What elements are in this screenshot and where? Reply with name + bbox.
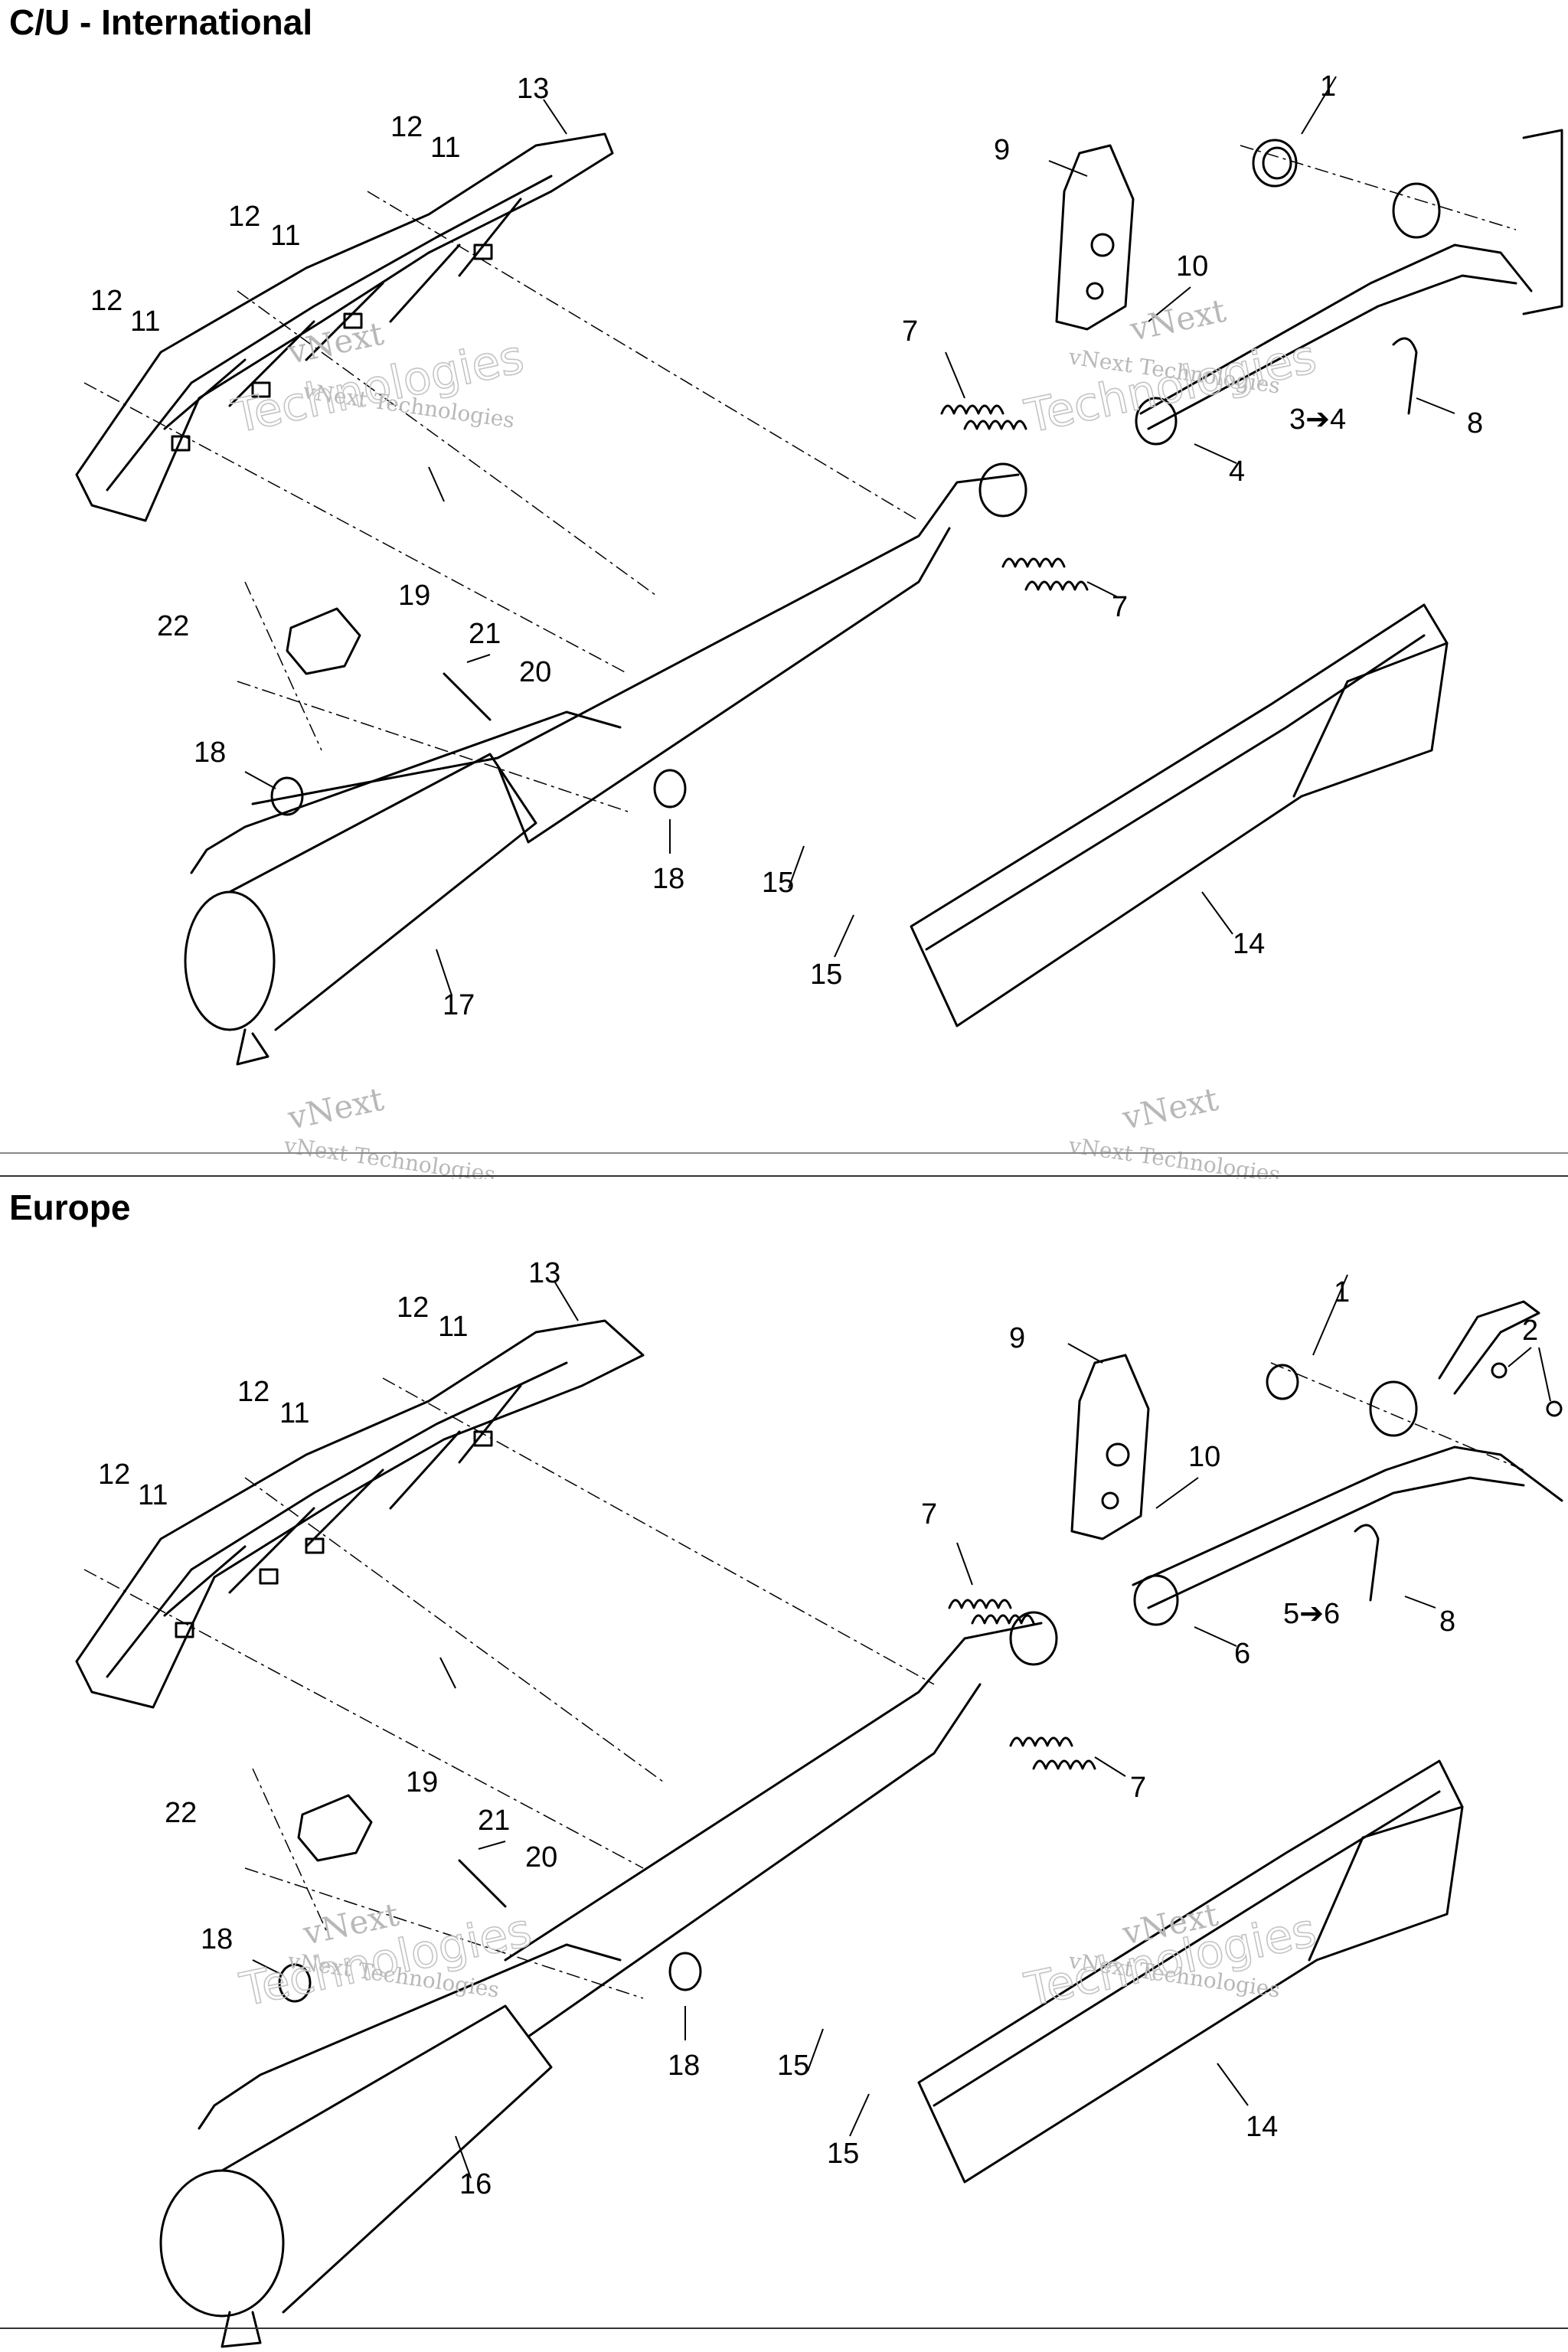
callout-label: 7 [902, 315, 918, 348]
grommet-18 [270, 769, 687, 816]
callout-label: 12 [98, 1459, 130, 1491]
callout-label: 8 [1467, 407, 1483, 439]
callout-label: 20 [519, 656, 551, 688]
callout-label: 9 [994, 134, 1010, 166]
clamp-19 [286, 607, 361, 675]
inlet-pipe [1132, 1300, 1563, 1626]
callout-label: 18 [201, 1923, 233, 1955]
callout-label: 1 [1334, 1276, 1350, 1308]
bracket-9 [1055, 144, 1135, 331]
section-cu-international: C/U - International [9, 2, 1563, 1179]
section-divider [0, 1175, 1568, 1177]
callout-label: 2 [1522, 1315, 1538, 1347]
callout-label: 14 [1233, 928, 1265, 960]
callout-label: 14 [1246, 2111, 1278, 2143]
callout-label: 18 [668, 2050, 700, 2082]
callout-label: 11 [270, 220, 300, 252]
exploded-parts-diagram: 13 12 11 12 11 12 11 1 2 9 10 7 5➔6 8 6 … [75, 1257, 1563, 2348]
grommet-18 [278, 1952, 702, 2003]
section-title: C/U - International [9, 2, 313, 42]
callout-label: 3➔4 [1289, 403, 1346, 436]
callout-label: 12 [390, 111, 423, 143]
bolt-20 [458, 1859, 507, 1908]
callout-label: 22 [165, 1797, 197, 1829]
springs-7 [948, 1599, 1096, 1770]
callout-label: 12 [90, 285, 122, 317]
callout-label: 5➔6 [1283, 1598, 1340, 1630]
section-divider [0, 1152, 1568, 1154]
callout-label: 21 [469, 618, 501, 650]
muffler-17 [184, 462, 1027, 1066]
svg-text:vNext Technologies: vNext Technologies [282, 1132, 497, 1179]
callout-label: 15 [810, 959, 842, 991]
callout-label: 12 [228, 201, 260, 233]
callout-label: 21 [478, 1805, 510, 1837]
callout-label: 15 [777, 2050, 809, 2082]
callout-label: 4 [1229, 456, 1245, 488]
svg-text:vNext: vNext [1126, 292, 1229, 348]
callout-label: 19 [406, 1766, 438, 1798]
callout-label: 17 [443, 989, 475, 1021]
section-title: Europe [9, 1187, 131, 1227]
callout-label: 15 [827, 2138, 859, 2170]
callout-label: 22 [157, 610, 189, 642]
section-divider [0, 2328, 1568, 2329]
callout-label: 13 [517, 73, 549, 105]
callout-label: 11 [130, 305, 160, 338]
callout-label: 7 [1130, 1772, 1146, 1804]
callout-label: 16 [459, 2168, 492, 2200]
callout-label: 6 [1234, 1638, 1250, 1670]
callout-label: 11 [438, 1311, 468, 1343]
svg-text:vNext: vNext [1119, 1080, 1221, 1137]
svg-text:vNext: vNext [284, 1080, 387, 1137]
callout-label: 10 [1176, 250, 1208, 283]
springs-7 [940, 404, 1089, 591]
callout-label: 19 [398, 580, 430, 612]
heat-shield-13 [75, 1319, 645, 1709]
callout-label: 18 [194, 737, 226, 769]
callout-label: 1 [1320, 70, 1336, 103]
bracket-9 [1070, 1354, 1150, 1540]
watermark: vNext vNext Technologies Technologies vN… [235, 1896, 1321, 2018]
svg-text:Technologies: Technologies [1021, 330, 1321, 444]
heat-shield-14 [917, 1759, 1464, 2184]
callout-label: 11 [138, 1479, 168, 1511]
inlet-pipe [1135, 129, 1563, 446]
callout-label: 20 [525, 1841, 557, 1873]
svg-text:vNext Technologies: vNext Technologies [1067, 1132, 1282, 1179]
bolt-20 [443, 672, 492, 721]
callout-label: 9 [1009, 1322, 1025, 1354]
heat-shield-14 [910, 603, 1449, 1027]
callout-label: 11 [430, 132, 460, 164]
muffler-16 [159, 1611, 1058, 2348]
callout-label: 11 [279, 1397, 309, 1429]
callout-label: 7 [921, 1498, 937, 1530]
callout-label: 8 [1439, 1606, 1455, 1638]
exploded-parts-diagram: 13 12 11 12 11 12 11 1 9 10 7 3➔4 8 4 22… [75, 70, 1563, 1179]
callout-label: 13 [528, 1257, 560, 1289]
callout-label: 12 [397, 1292, 429, 1324]
section-europe: Europe [0, 1179, 1568, 2352]
callout-label: 12 [237, 1376, 270, 1408]
heat-shield-13 [75, 132, 614, 522]
callout-label: 15 [762, 867, 794, 899]
callout-label: 10 [1188, 1441, 1220, 1473]
clamp-19 [297, 1794, 373, 1862]
callout-label: 7 [1112, 591, 1128, 623]
callout-label: 18 [652, 863, 684, 895]
